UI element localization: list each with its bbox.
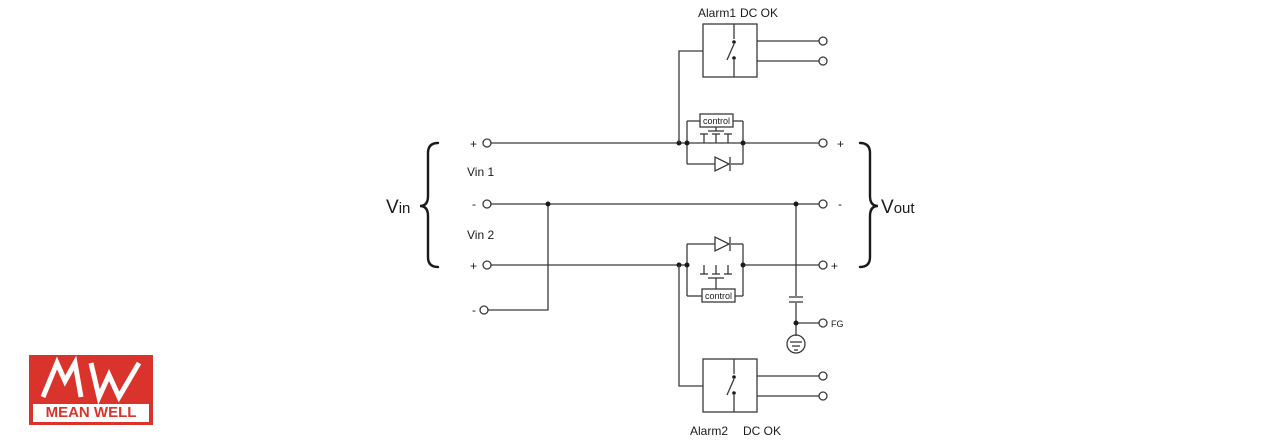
vin-label: Vin <box>386 197 410 218</box>
vin2-minus-terminal <box>479 305 489 315</box>
vout-brace <box>858 141 879 269</box>
vout-label: Vout <box>881 197 915 218</box>
vin2-plus-sign: + <box>470 259 477 273</box>
junction-dot <box>793 320 799 326</box>
junction-dot <box>793 201 799 207</box>
diode-icon <box>714 155 731 173</box>
alarm1-relay <box>678 23 819 143</box>
vout-plus-sign-2: + <box>831 259 838 273</box>
vin2-plus-terminal <box>482 260 492 270</box>
vin2-minus-sign: - <box>472 303 476 317</box>
vout-plus-sign-1: + <box>837 137 844 151</box>
alarm1-terminal <box>818 36 828 46</box>
alarm2-terminal <box>818 371 828 381</box>
vout-plus-terminal-1 <box>818 138 828 148</box>
junction-dot <box>740 140 746 146</box>
alarm1-dcok-label: DC OK <box>740 6 778 20</box>
vin1-minus-terminal <box>482 199 492 209</box>
junction-dot <box>545 201 551 207</box>
vin1-minus-sign: - <box>472 197 476 211</box>
junction-dot <box>684 140 690 146</box>
vout-minus-terminal <box>818 199 828 209</box>
ground-icon <box>786 334 806 354</box>
fg-terminal <box>818 318 828 328</box>
mean-well-logo-text: MEAN WELL <box>33 404 149 422</box>
upper-oring-module: control <box>679 113 750 173</box>
mw-logo-mark-icon <box>40 355 142 405</box>
vin1-plus-terminal <box>482 138 492 148</box>
control-label: control <box>703 116 730 126</box>
vin1-label: Vin 1 <box>467 165 494 179</box>
vin-brace <box>419 141 440 269</box>
junction-dot <box>740 262 746 268</box>
alarm1-terminal <box>818 56 828 66</box>
junction-dot <box>684 262 690 268</box>
mean-well-logo: MEAN WELL <box>29 355 153 425</box>
lower-oring-module: control <box>679 235 750 303</box>
main-wires <box>488 142 819 336</box>
diode-icon <box>714 235 731 253</box>
alarm2-dcok-label: DC OK <box>743 424 781 438</box>
fg-label: FG <box>831 319 844 329</box>
vout-plus-terminal-2 <box>818 260 828 270</box>
alarm2-relay <box>678 265 819 413</box>
vin1-plus-sign: + <box>470 137 477 151</box>
alarm2-terminal <box>818 391 828 401</box>
control-label: control <box>705 291 732 301</box>
alarm2-label: Alarm2 <box>690 424 728 438</box>
alarm1-label: Alarm1 <box>698 6 736 20</box>
vout-minus-sign: - <box>838 197 842 211</box>
vin2-label: Vin 2 <box>467 228 494 242</box>
